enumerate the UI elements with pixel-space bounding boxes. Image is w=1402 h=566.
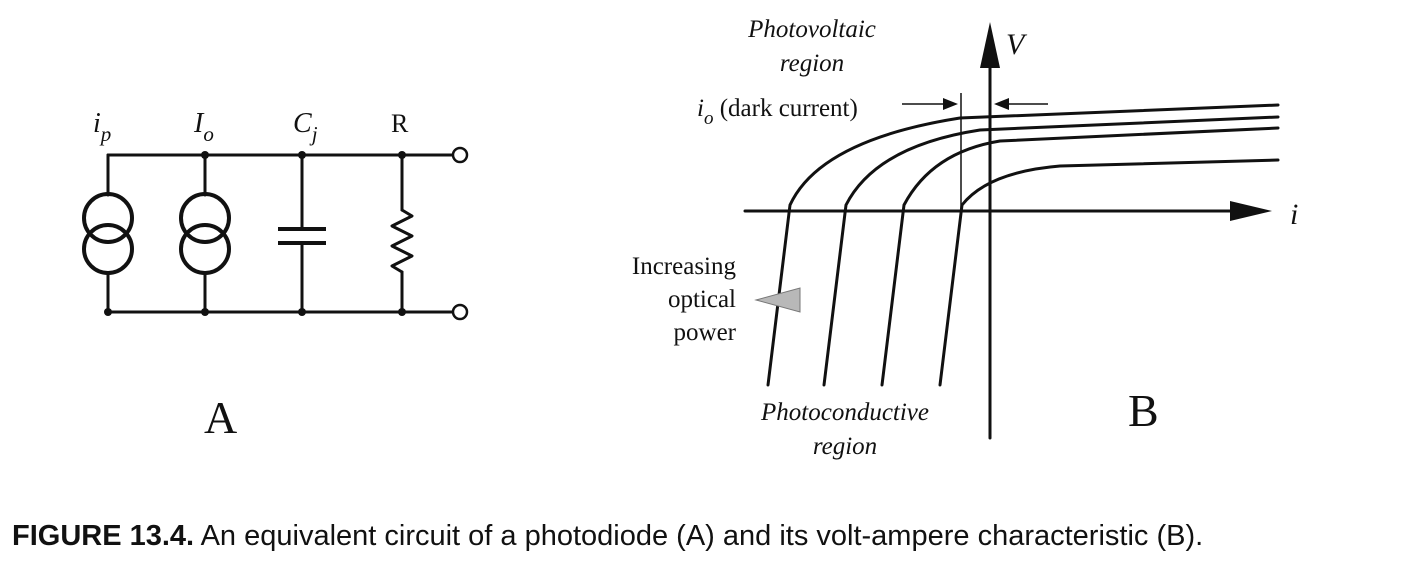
figure-caption: FIGURE 13.4. An equivalent circuit of a … xyxy=(12,520,1203,552)
junction-dot xyxy=(298,151,306,159)
equivalent-circuit: ip Io Cj R A xyxy=(82,108,469,443)
iv-curve-3 xyxy=(880,126,1280,387)
panel-b-label: B xyxy=(1128,385,1159,436)
optical-power-arrowhead xyxy=(754,287,801,313)
dark-current-source-io xyxy=(179,153,231,314)
increasing-label-line3: power xyxy=(674,319,737,346)
junction-dot xyxy=(398,308,406,316)
photovoltaic-label-line1: Photovoltaic xyxy=(747,16,876,43)
junction-dot xyxy=(104,308,112,316)
iv-curve-2 xyxy=(822,115,1280,387)
junction-dot xyxy=(201,308,209,316)
label-r: R xyxy=(391,109,409,138)
increasing-label-line1: Increasing xyxy=(632,253,737,280)
v-axis-label: V xyxy=(1006,28,1028,61)
v-axis-arrowhead xyxy=(980,22,1000,68)
photovoltaic-label-line2: region xyxy=(780,50,844,77)
label-ip: ip xyxy=(93,108,111,146)
panel-a-label: A xyxy=(204,392,237,443)
increasing-label-line2: optical xyxy=(668,286,736,313)
junction-dot xyxy=(201,151,209,159)
dark-current-label: io (dark current) xyxy=(697,95,858,129)
output-terminal-bottom xyxy=(451,303,469,321)
label-io: Io xyxy=(193,108,214,146)
photoconductive-label-line1: Photoconductive xyxy=(760,399,929,426)
junction-dot xyxy=(398,151,406,159)
shunt-resistor-r xyxy=(390,153,414,314)
i-axis-label: i xyxy=(1290,198,1298,231)
iv-curve-4 xyxy=(938,158,1280,387)
iv-curve-1 xyxy=(766,103,1280,387)
photoconductive-label-line2: region xyxy=(813,433,877,460)
volt-ampere-characteristic: V i Photovoltaic region io (dark current… xyxy=(632,16,1298,460)
label-cj: Cj xyxy=(293,108,318,146)
junction-capacitor-cj xyxy=(278,153,326,314)
photocurrent-source-ip xyxy=(82,153,134,314)
i-axis-arrowhead xyxy=(1230,201,1272,221)
output-terminal-top xyxy=(451,146,469,164)
junction-dot xyxy=(298,308,306,316)
